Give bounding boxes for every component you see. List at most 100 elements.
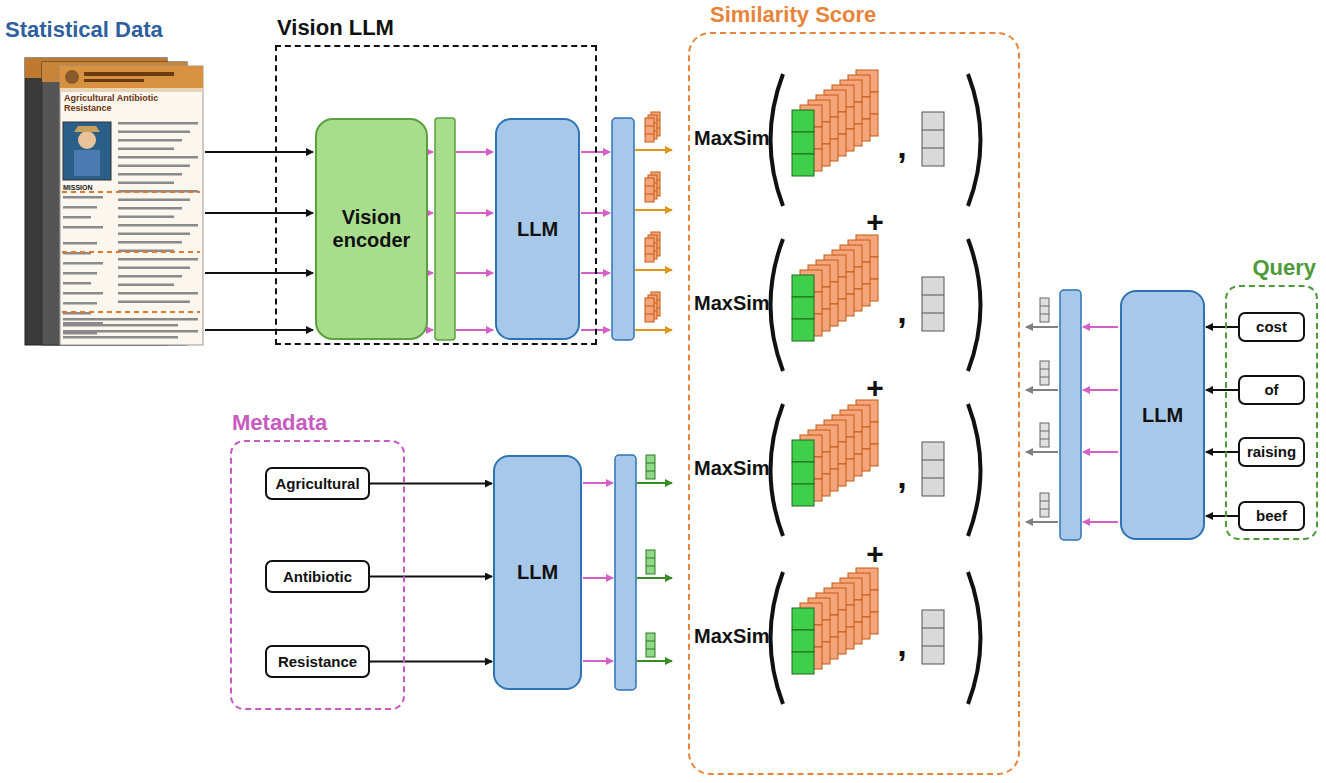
group-heading: Metadata — [232, 410, 327, 435]
metadata-embedding-vectors — [646, 455, 655, 479]
token-box: Antibiotic — [265, 560, 370, 593]
plus-sign: + — [860, 537, 890, 570]
query-embedding-vectors — [1040, 314, 1049, 315]
document-text-lines — [63, 324, 178, 327]
document-text-lines — [118, 182, 174, 185]
image-embedding-vectors — [645, 314, 654, 315]
maxsim-terms — [771, 239, 784, 371]
group-heading: Similarity Score — [710, 2, 876, 27]
token-box: Agricultural — [265, 467, 370, 500]
query-embedding-arrows — [1026, 326, 1058, 328]
metadata-embedding-vectors — [646, 463, 655, 464]
document-stack — [84, 79, 144, 82]
function-name: MaxSim — [694, 625, 770, 647]
llm-block: LLM — [493, 455, 582, 690]
document-text-lines — [118, 275, 182, 278]
token-box: raising — [1238, 437, 1305, 467]
document-stack — [60, 66, 203, 345]
document-text-lines — [118, 173, 182, 176]
input-arrows — [205, 272, 313, 274]
document-stack — [84, 72, 174, 76]
query-embedding-vectors — [1040, 493, 1049, 517]
node-label: beef — [1252, 507, 1291, 524]
maxsim-terms — [922, 478, 944, 479]
document-stack — [60, 66, 203, 88]
maxsim-terms — [792, 462, 814, 484]
image-embedding-arrows — [635, 150, 672, 330]
metadata-embedding-vectors — [646, 649, 655, 650]
document-text-lines — [118, 267, 190, 270]
flow-arrow — [1206, 451, 1238, 453]
query-flow-arrows — [1083, 521, 1118, 523]
query-embedding-vectors — [1040, 306, 1049, 307]
document-text-lines — [118, 199, 190, 202]
flow-arrow — [370, 576, 492, 578]
vision-flow-arrows — [456, 212, 493, 214]
document-stack — [74, 126, 100, 132]
plus-sign: + — [860, 371, 890, 404]
flow-arrow — [1206, 389, 1238, 391]
image-embedding-vectors — [645, 126, 654, 127]
metadata-embedding-arrows — [637, 577, 672, 579]
document-text-lines — [63, 336, 178, 339]
query-embedding-vectors — [1040, 369, 1049, 370]
image-embedding-vectors — [645, 306, 654, 307]
image-embedding-vectors — [645, 194, 654, 195]
function-name: MaxSim — [694, 457, 770, 479]
metadata-embedding-vectors — [646, 455, 655, 657]
input-arrows — [205, 152, 313, 330]
metadata-group: MetadataAgriculturalAntibioticResistance — [230, 440, 405, 710]
llm-block: LLM — [495, 118, 580, 340]
maxsim-terms — [771, 572, 784, 704]
flow-arrow — [370, 661, 492, 663]
document-stack — [74, 150, 100, 176]
document-section: MISSION — [63, 184, 123, 192]
document-stack — [78, 131, 96, 149]
maxsim-terms — [922, 112, 944, 166]
document-text-lines — [118, 122, 198, 125]
document-text-lines — [118, 165, 190, 168]
maxsim-terms — [922, 646, 944, 647]
document-text-lines — [118, 131, 190, 134]
query-embedding-arrows — [1026, 389, 1058, 391]
document-text-lines — [63, 330, 198, 333]
token-box: cost — [1238, 312, 1305, 342]
query-embedding-arrows — [1026, 521, 1058, 523]
projector-bar — [435, 118, 455, 340]
encoder-block: Vision encoder — [315, 118, 428, 340]
document-stack — [25, 58, 203, 345]
metadata-embedding-arrows — [637, 483, 672, 661]
query-embedding-vectors — [1040, 501, 1049, 502]
metadata-embedding-vectors — [646, 641, 655, 642]
image-embedding-arrows — [635, 269, 672, 271]
token-box: beef — [1238, 501, 1305, 531]
metadata-embedding-vectors — [646, 550, 655, 574]
function-name: MaxSim — [694, 127, 770, 149]
node-label: Antibiotic — [279, 568, 356, 585]
maxsim-terms — [922, 460, 944, 461]
image-embedding-vectors — [645, 112, 660, 322]
query-group: Querycostofraisingbeef — [1225, 285, 1318, 540]
node-label: Vision encoder — [317, 206, 426, 252]
projection-bar — [1060, 290, 1081, 540]
document-text-lines — [118, 292, 198, 295]
image-embedding-vectors — [645, 134, 654, 135]
maxsim-terms — [792, 297, 814, 319]
group-heading: Query — [1252, 255, 1316, 280]
token-box: of — [1238, 375, 1305, 405]
document-text-lines — [63, 318, 198, 321]
document-text-lines — [63, 292, 103, 295]
maxsim-terms — [968, 239, 981, 371]
image-embedding-arrows — [635, 149, 672, 151]
query-embedding-vectors — [1040, 377, 1049, 378]
document-text-lines — [63, 252, 91, 255]
image-embedding-vectors — [645, 298, 654, 322]
query-embedding-arrows — [1026, 327, 1058, 522]
maxsim-terms — [792, 652, 814, 674]
document-text-lines — [118, 258, 198, 261]
node-label: raising — [1243, 443, 1300, 460]
separator: , — [893, 458, 911, 495]
flow-arrow — [370, 483, 492, 485]
document-text-lines — [63, 206, 97, 209]
